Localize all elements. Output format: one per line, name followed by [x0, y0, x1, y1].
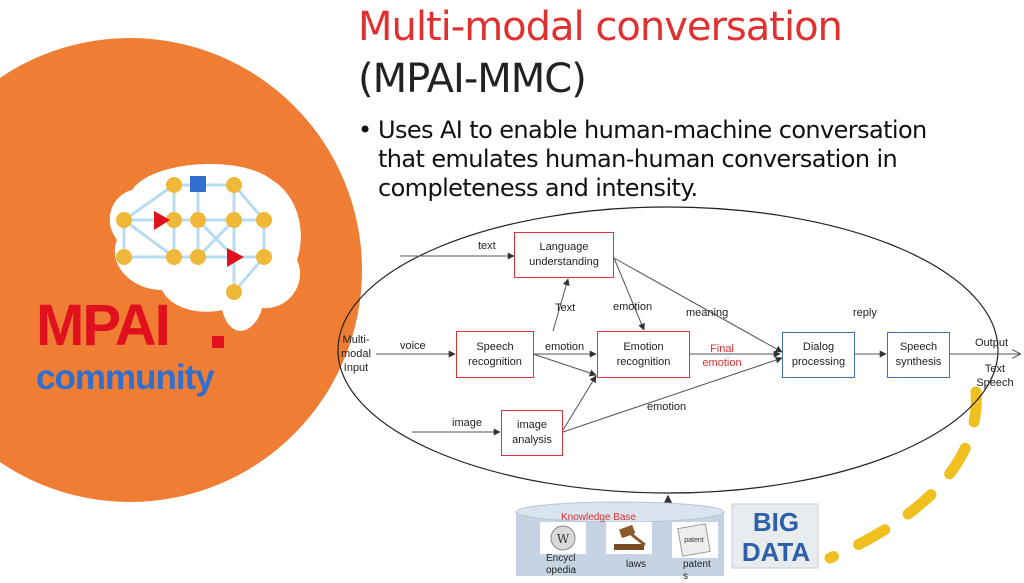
- kb-label-encyclopedia: Encycl opedia: [546, 553, 577, 576]
- wikipedia-icon: W: [540, 522, 586, 554]
- speech-recognition-box: Speech recognition: [456, 331, 534, 378]
- kb-label-patents: patent s: [683, 559, 711, 582]
- label-emotion-mid: emotion: [545, 341, 585, 353]
- knowledge-base-title: Knowledge Base: [561, 512, 637, 523]
- logo-dot: [212, 336, 224, 348]
- label-image: image: [452, 417, 482, 429]
- label-voice: voice: [400, 340, 426, 352]
- label-meaning: meaning: [686, 307, 729, 319]
- page-title: Multi-modal conversation: [358, 4, 843, 50]
- bullet-point: • Uses AI to enable human-machine conver…: [358, 116, 978, 203]
- label-output: Output: [975, 337, 1009, 349]
- label-emotion-top: emotion: [613, 301, 653, 313]
- yellow-dashed-arc-shape: [824, 386, 982, 564]
- speech-synthesis-box: Speech synthesis: [887, 332, 950, 378]
- svg-text:DATA: DATA: [742, 537, 811, 567]
- dialog-processing-box: Dialog processing: [782, 332, 855, 378]
- bullet-text: Uses AI to enable human-machine conversa…: [378, 116, 927, 202]
- svg-text:BIG: BIG: [753, 507, 799, 537]
- label-reply: reply: [853, 307, 877, 319]
- bullet-mark: •: [358, 116, 372, 144]
- label-multimodal-input: Multi-modal Input: [341, 334, 371, 374]
- image-analysis-box: image analysis: [501, 410, 563, 456]
- patent-icon: patent: [672, 522, 718, 558]
- system-ellipse: [337, 206, 999, 494]
- kb-label-laws: laws: [626, 559, 647, 570]
- page-subtitle: (MPAI-MMC): [358, 56, 587, 102]
- language-understanding-box: Language understanding: [514, 232, 614, 278]
- svg-text:patent: patent: [684, 537, 704, 544]
- gavel-icon: [606, 522, 652, 554]
- brain-network-icon: [109, 163, 301, 331]
- logo-mpai-text: MPAI: [36, 293, 171, 358]
- big-data-icon: BIG DATA: [731, 503, 819, 569]
- logo-community-text: community: [36, 358, 215, 397]
- label-text-mid: Text: [555, 302, 576, 314]
- label-text-in: text: [478, 240, 496, 252]
- label-output-modes: Text Speech: [976, 363, 1014, 389]
- svg-text:W: W: [557, 532, 570, 546]
- label-final-emotion: Final emotion: [702, 343, 742, 369]
- emotion-recognition-box: Emotion recognition: [597, 331, 690, 378]
- label-emotion-bottom: emotion: [647, 401, 687, 413]
